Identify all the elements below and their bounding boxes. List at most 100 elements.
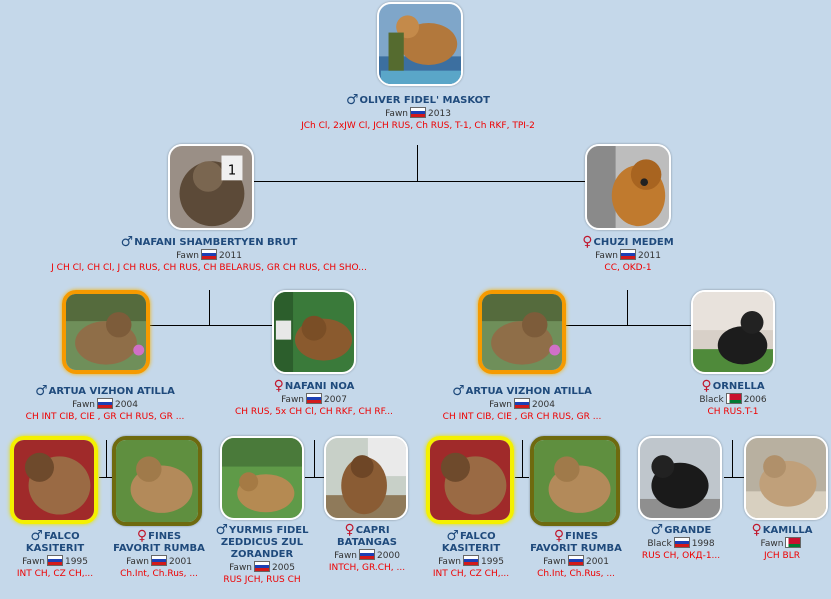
russia-flag-icon	[568, 555, 585, 566]
dog-name[interactable]: ♀CHUZI MEDEM	[582, 234, 674, 250]
dog-card-sds: ♂YURMIS FIDEL ZEDDICUS ZUL ZORANDER Fawn…	[206, 522, 318, 586]
russia-flag-icon	[620, 249, 637, 260]
dog-titles: CH RUS.T-1	[707, 407, 759, 417]
dog-photo-sire[interactable]: 1	[168, 144, 254, 230]
dog-photo-dd[interactable]	[691, 290, 775, 374]
russia-flag-icon	[463, 555, 480, 566]
dog-photo-ddd[interactable]	[744, 436, 828, 520]
male-icon: ♂	[452, 383, 465, 399]
dog-titles: INTCH, GR.CH, ...	[328, 563, 406, 573]
dog-titles: INT CH, CZ CH,...	[16, 569, 94, 579]
connector-line	[732, 440, 733, 478]
connector-line	[314, 440, 315, 478]
dog-titles: J CH Cl, CH Cl, J CH RUS, CH RUS, CH BEL…	[51, 263, 367, 273]
dog-titles: RUS JCH, RUS CH	[223, 575, 301, 585]
russia-flag-icon	[410, 107, 427, 118]
dog-titles: CH RUS, 5x CH Cl, CH RKF, CH RF...	[235, 407, 393, 417]
connector-line	[627, 290, 628, 326]
dog-name[interactable]: ♀CAPRI	[344, 522, 390, 538]
male-icon: ♂	[215, 522, 229, 538]
dog-titles: JCH BLR	[763, 551, 800, 561]
russia-flag-icon	[47, 555, 64, 566]
dog-name[interactable]: ♀FINES	[136, 528, 182, 544]
belarus-flag-icon	[725, 393, 742, 404]
dog-name[interactable]: ♂GRANDE	[650, 522, 712, 538]
dog-name-line2[interactable]: BATANGAS	[337, 537, 397, 548]
dog-name-line2[interactable]: ZEDDICUS ZUL	[220, 537, 304, 548]
dog-name-line3[interactable]: ZORANDER	[230, 549, 294, 560]
dog-photo-root[interactable]	[377, 2, 463, 86]
connector-line	[305, 477, 325, 478]
dog-photo-dds[interactable]	[638, 436, 722, 520]
dog-name[interactable]: ♀KAMILLA	[751, 522, 813, 538]
dog-name[interactable]: ♀FINES	[553, 528, 599, 544]
connector-line	[724, 477, 744, 478]
russia-flag-icon	[201, 249, 218, 260]
connector-line	[106, 440, 107, 478]
dog-photo-sdd[interactable]	[324, 436, 408, 520]
connector-line	[253, 181, 585, 182]
dog-name[interactable]: ♀ORNELLA	[701, 378, 765, 394]
dog-name[interactable]: ♂NAFANI SHAMBERTYEN BRUT	[120, 234, 298, 250]
connector-line	[515, 477, 529, 478]
russia-flag-icon	[151, 555, 168, 566]
dog-name-line2[interactable]: FAVORIT RUMBA	[530, 543, 622, 554]
female-icon: ♀	[751, 522, 762, 538]
connector-line	[99, 477, 113, 478]
dog-photo-sss[interactable]	[10, 436, 98, 524]
dog-name-line2[interactable]: KASITERIT	[25, 543, 85, 554]
dog-name[interactable]: ♀NAFANI NOA	[273, 378, 355, 394]
dog-name-line2[interactable]: KASITERIT	[441, 543, 501, 554]
male-icon: ♂	[650, 522, 664, 538]
dog-titles: JCh Cl, 2xJW Cl, JCH RUS, Ch RUS, T-1, C…	[301, 121, 535, 131]
connector-line	[566, 325, 692, 326]
dog-name[interactable]: ♂ARTUA VIZHON ATILLA	[35, 383, 175, 399]
dog-titles: Ch.Int, Ch.Rus, ...	[120, 569, 198, 579]
dog-info: Fawn	[732, 537, 831, 550]
male-icon: ♂	[120, 234, 134, 250]
svg-text:1: 1	[228, 164, 236, 179]
connector-line	[149, 325, 273, 326]
dog-photo-sd[interactable]	[272, 290, 356, 374]
dog-photo-ssd[interactable]	[112, 436, 202, 526]
dog-name[interactable]: ♂FALCO	[446, 528, 496, 544]
dog-name[interactable]: ♂ARTUA VIZHON ATILLA	[452, 383, 592, 399]
dog-photo-sds[interactable]	[220, 436, 304, 520]
dog-name[interactable]: ♂FALCO	[30, 528, 80, 544]
female-icon: ♀	[582, 234, 593, 250]
russia-flag-icon	[306, 393, 323, 404]
female-icon: ♀	[553, 528, 565, 544]
dog-photo-dss[interactable]	[426, 436, 514, 524]
female-icon: ♀	[136, 528, 148, 544]
dog-name[interactable]: ♂YURMIS FIDEL	[215, 522, 309, 538]
dog-name[interactable]: ♂OLIVER FIDEL' MASKOT	[345, 92, 491, 108]
dog-photo-dam[interactable]	[585, 144, 671, 230]
dog-name-line2[interactable]: FAVORIT RUMBA	[113, 543, 205, 554]
dog-photo-ss[interactable]	[62, 290, 150, 374]
dog-photo-ds[interactable]	[478, 290, 566, 374]
russia-flag-icon	[254, 561, 271, 572]
dog-photo-dsd[interactable]	[530, 436, 620, 526]
dog-titles: RUS CH, ОКД-1...	[641, 551, 721, 561]
dog-titles: Ch.Int, Ch.Rus, ...	[537, 569, 615, 579]
connector-line	[417, 145, 418, 182]
dog-titles: CC, OKD-1	[604, 263, 652, 273]
